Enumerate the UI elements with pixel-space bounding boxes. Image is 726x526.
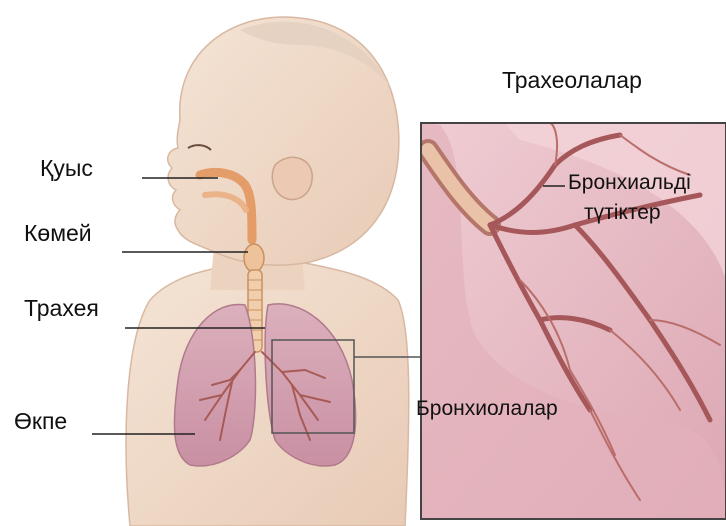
label-trachea: Трахея — [24, 297, 99, 320]
ear — [272, 157, 312, 199]
label-larynx: Көмей — [24, 222, 92, 245]
label-bronchial-tubes-line2: түтіктер — [584, 202, 661, 223]
label-tracheoles: Трахеолалар — [502, 69, 642, 92]
label-bronchial-tubes-line1: Бронхиальді — [568, 172, 691, 193]
larynx-shape — [244, 244, 264, 272]
label-lung: Өкпе — [14, 410, 67, 433]
label-cavity: Қуыс — [40, 157, 93, 180]
label-bronchioles: Бронхиолалар — [416, 398, 558, 419]
child-head — [168, 17, 399, 265]
